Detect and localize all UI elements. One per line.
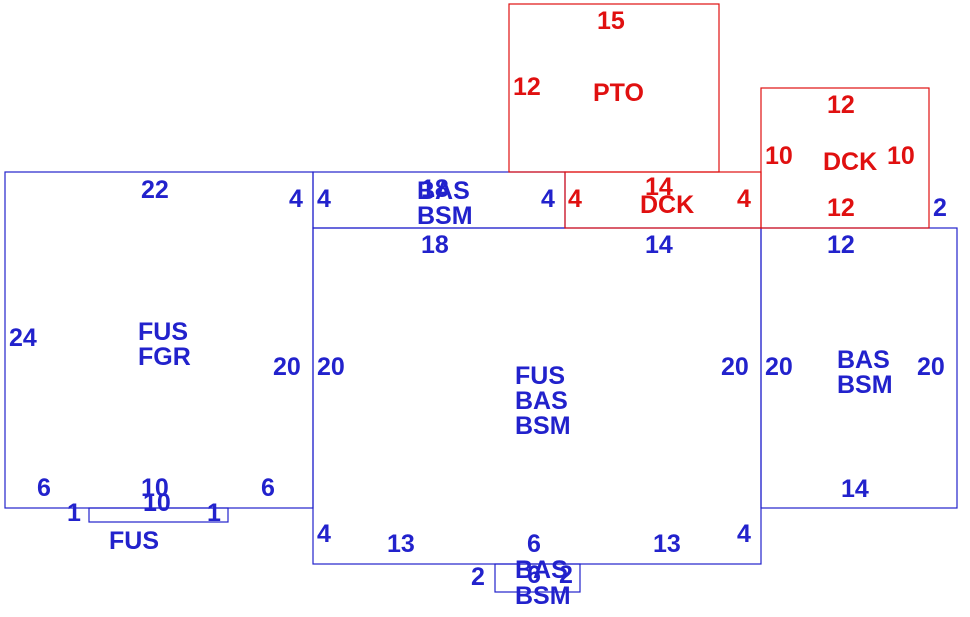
garage-dim-left: 24 — [9, 324, 37, 352]
patio-code: PTO — [593, 79, 644, 107]
garage-ext-dim-left: 1 — [67, 499, 81, 527]
deck-strip-dim-top: 14 — [645, 173, 673, 201]
deck-dim-left: 10 — [765, 142, 793, 170]
garage-dim-right: 20 — [273, 353, 301, 381]
east-wing-dim-top-right: 2 — [933, 194, 947, 222]
main-code-2: BAS — [515, 387, 568, 415]
main-dim-left: 20 — [317, 353, 345, 381]
main-dim-right: 20 — [721, 353, 749, 381]
deck-code: DCK — [823, 148, 877, 176]
garage-dim-top-right: 4 — [289, 185, 303, 213]
garage-dim-bottom-right: 6 — [261, 474, 275, 502]
main-dim-bottom-left: 13 — [387, 530, 415, 558]
deck-dim-top: 12 — [827, 91, 855, 119]
front-strip-dim-left: 4 — [317, 185, 331, 213]
east-wing-dim-right: 20 — [917, 353, 945, 381]
deck-dim-right: 10 — [887, 142, 915, 170]
rear-bump-dim-right: 2 — [559, 561, 573, 589]
deck-strip-dim-left: 4 — [568, 185, 582, 213]
garage-dim-top: 22 — [141, 176, 169, 204]
deck-strip-dim-right: 4 — [737, 185, 751, 213]
garage-ext-dim-right: 1 — [207, 499, 221, 527]
main-dim-bottom-right: 13 — [653, 530, 681, 558]
east-wing-dim-top: 12 — [827, 231, 855, 259]
main-dim-top-right: 14 — [645, 231, 673, 259]
deck-strip-code: DCK — [640, 191, 694, 219]
rear-bump-outline — [494, 563, 581, 593]
main-dim-br-corner: 4 — [737, 520, 751, 548]
patio-dim-left: 12 — [513, 73, 541, 101]
front-strip-code-1: BAS — [417, 177, 470, 205]
east-wing-code-1: BAS — [837, 346, 890, 374]
garage-ext-outline — [88, 507, 229, 523]
east-wing-code-2: BSM — [837, 371, 893, 399]
patio-dim-top: 15 — [597, 7, 625, 35]
main-dim-bottom-mid: 6 — [527, 530, 541, 558]
front-strip-code-2: BSM — [417, 202, 473, 230]
garage-ext-code: FUS — [109, 527, 159, 555]
front-strip-dim-top: 18 — [421, 175, 449, 203]
garage-code-1: FUS — [138, 318, 188, 346]
main-dim-bl-corner: 4 — [317, 520, 331, 548]
deck-outline — [760, 87, 930, 229]
main-code-1: FUS — [515, 362, 565, 390]
rear-bump-code-1: BAS — [515, 556, 568, 584]
garage-dim-bottom-mid: 10 — [141, 474, 169, 502]
rear-bump-code-2: BSM — [515, 582, 571, 610]
rear-bump-dim-left: 2 — [471, 563, 485, 591]
deck-dim-bottom: 12 — [827, 194, 855, 222]
garage-dim-bottom-left: 6 — [37, 474, 51, 502]
east-wing-dim-left: 20 — [765, 353, 793, 381]
main-dim-top-left: 18 — [421, 231, 449, 259]
main-code-3: BSM — [515, 412, 571, 440]
garage-code-2: FGR — [138, 343, 191, 371]
front-strip-dim-right: 4 — [541, 185, 555, 213]
east-wing-dim-bottom: 14 — [841, 475, 869, 503]
rear-bump-dim-width: 6 — [527, 561, 541, 589]
garage-ext-dim-top: 10 — [143, 489, 171, 517]
